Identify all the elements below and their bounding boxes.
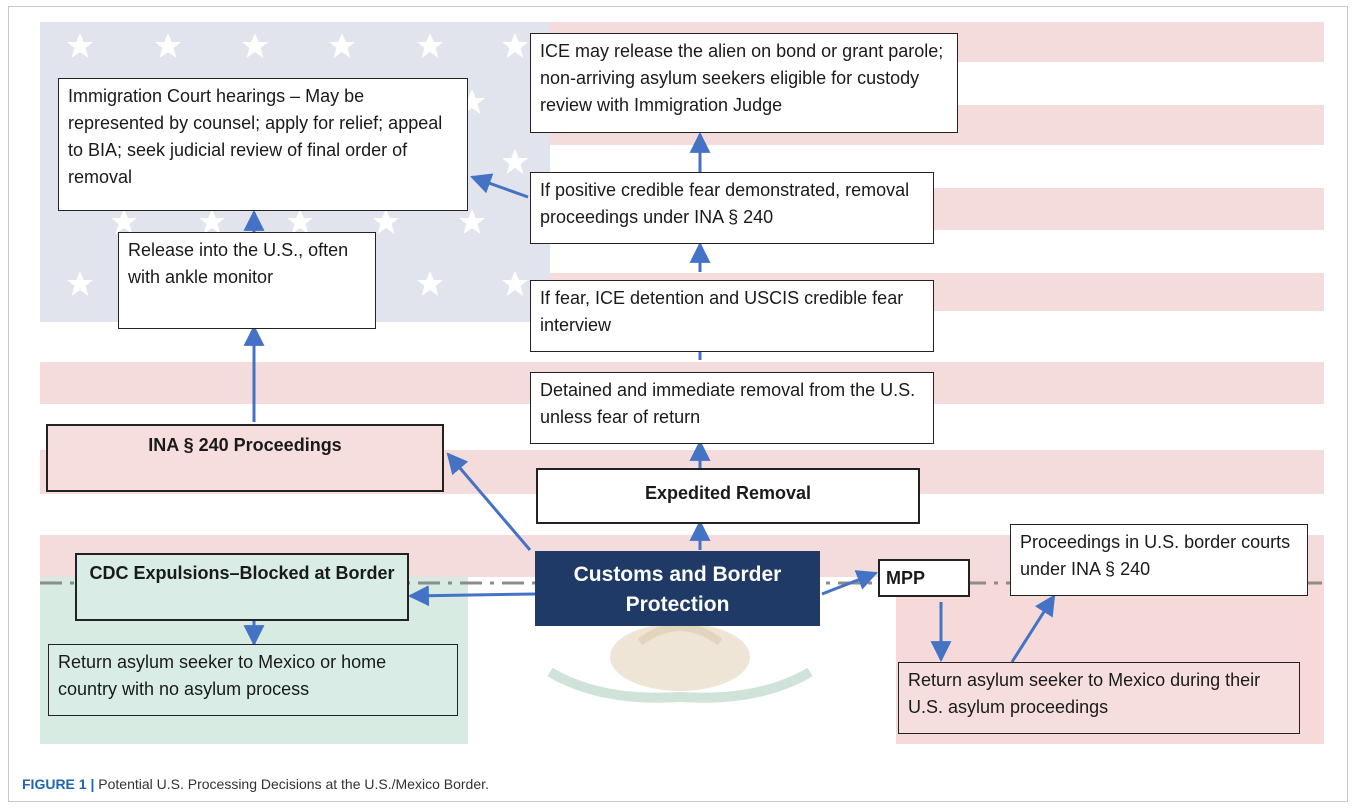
- mpp-box: MPP: [878, 559, 970, 597]
- caption-label: FIGURE 1 |: [22, 776, 95, 792]
- border-courts-box: Proceedings in U.S. border courts under …: [1010, 524, 1308, 596]
- fear-interview-text: If fear, ICE detention and USCIS credibl…: [540, 288, 904, 335]
- return-mexico-text: Return asylum seeker to Mexico or home c…: [58, 652, 387, 699]
- release-us-box: Release into the U.S., often with ankle …: [118, 232, 376, 329]
- arrow-diag: [1010, 594, 1056, 663]
- arrow-right: [821, 570, 878, 596]
- immigration-court-box: Immigration Court hearings – May be repr…: [58, 78, 468, 211]
- cdc-expulsions-box: CDC Expulsions–Blocked at Border: [75, 553, 409, 621]
- fear-interview-box: If fear, ICE detention and USCIS credibl…: [530, 280, 934, 352]
- immigration-court-text: Immigration Court hearings – May be repr…: [68, 86, 443, 187]
- figure-caption: FIGURE 1 | Potential U.S. Processing Dec…: [22, 776, 489, 792]
- caption-text: Potential U.S. Processing Decisions at t…: [94, 776, 489, 792]
- detained-removal-box: Detained and immediate removal from the …: [530, 372, 934, 444]
- figure-frame: [8, 6, 1348, 802]
- mexico-emblem-icon: [547, 623, 813, 703]
- detained-removal-text: Detained and immediate removal from the …: [540, 380, 916, 427]
- positive-fear-box: If positive credible fear demonstrated, …: [530, 172, 934, 244]
- expedited-removal-box: Expedited Removal: [536, 468, 920, 524]
- arrow-diag: [446, 452, 532, 551]
- positive-fear-text: If positive credible fear demonstrated, …: [540, 180, 910, 227]
- ice-release-box: ICE may release the alien on bond or gra…: [530, 33, 958, 133]
- ina-240-box: INA § 240 Proceedings: [46, 424, 444, 492]
- expedited-removal-text: Expedited Removal: [644, 483, 812, 503]
- ina-240-text: INA § 240 Proceedings: [148, 435, 342, 455]
- flow-arrows: [243, 131, 1056, 663]
- return-mexico-box: Return asylum seeker to Mexico or home c…: [48, 644, 458, 716]
- release-us-text: Release into the U.S., often with ankle …: [128, 240, 349, 287]
- diagram: ICE may release the alien on bond or gra…: [40, 22, 1324, 744]
- border-courts-text: Proceedings in U.S. border courts under …: [1020, 532, 1291, 579]
- ice-release-text: ICE may release the alien on bond or gra…: [540, 41, 944, 115]
- cbp-text: Customs and Border Protection: [573, 563, 782, 616]
- arrow-left: [407, 585, 536, 607]
- arrow-left: [470, 173, 529, 199]
- cdc-expulsions-text: CDC Expulsions–Blocked at Border: [89, 563, 395, 583]
- return-during-text: Return asylum seeker to Mexico during th…: [908, 670, 1261, 717]
- mpp-text: MPP: [886, 568, 926, 588]
- return-during-box: Return asylum seeker to Mexico during th…: [898, 662, 1300, 734]
- cbp-box: Customs and Border Protection: [535, 551, 820, 626]
